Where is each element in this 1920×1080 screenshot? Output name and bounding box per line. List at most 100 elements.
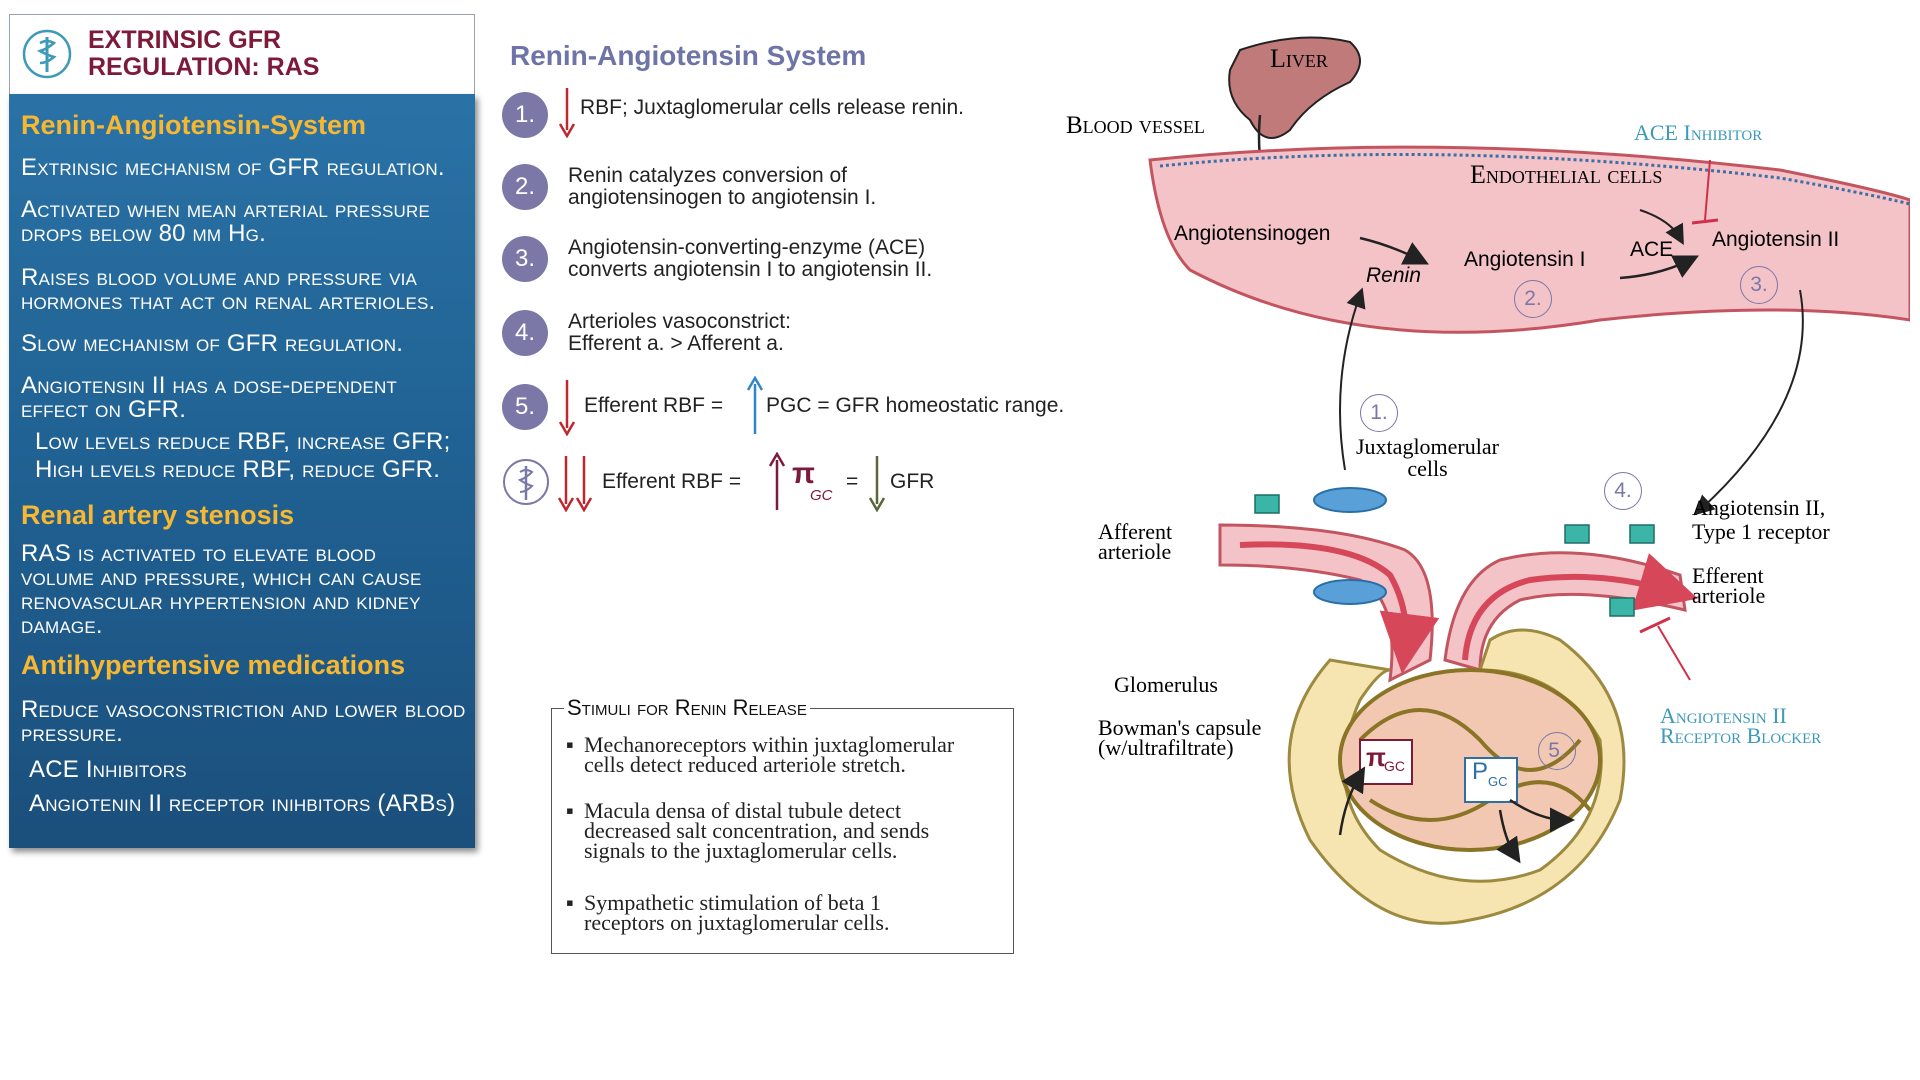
up-arrow-icon [768,452,786,510]
panel-header: EXTRINSIC GFR REGULATION: RAS [9,14,475,95]
step-text: PGC = GFR homeostatic range. [766,394,1065,417]
jg-label-line: Juxtaglomerular [1356,434,1499,459]
step-text: Efferent RBF = [584,394,724,417]
stenosis-line: renovascular hypertension and kidney [21,588,421,615]
blood-vessel-label: Blood vessel [1066,112,1205,139]
arb-label-line: Angiotensin II [1660,703,1787,728]
receptor-icon [1254,494,1280,514]
renin-label: Renin [1366,264,1421,287]
stimuli-line: Macula densa of distal tubule detect [584,798,902,823]
bowman-label-line: Bowman's capsule [1098,715,1262,740]
arb-label-line: Receptor Blocker [1660,723,1822,748]
endothelial-cells-label: Endothelial cells [1470,160,1663,189]
at1-label-line: Angiotensin II, [1692,495,1826,520]
step-text: RBF; Juxtaglomerular cells release renin… [580,96,964,119]
diagram-number-2: 2. [1514,280,1552,318]
p-gc-box [1464,757,1518,803]
stimuli-line: decreased salt concentration, and sends [584,818,930,843]
down-arrow-icon [868,456,886,512]
stenosis-line: damage. [21,612,103,639]
ace-inhibitor-label: ACE Inhibitor [1634,120,1763,145]
summary-panel: EXTRINSIC GFR REGULATION: RAS Renin-Angi… [9,14,475,848]
panel-title-line2: REGULATION: RAS [88,53,320,81]
afferent-label-line: arteriole [1098,539,1172,564]
efferent-label-line: Efferent [1692,563,1764,588]
endothelial-layer [1159,152,1910,206]
medication-line: Angiotenin II receptor inihbitors (ARBs) [29,790,456,817]
step-number-badge: 2. [502,164,548,210]
efferent-label: Efferent arteriole [1692,563,1765,607]
step-text: Angiotensin-converting-enzyme (ACE) [568,236,926,259]
p-gc-arrow [1509,798,1575,833]
stenosis-line: volume and pressure, which can cause [21,564,422,591]
stimuli-box: Stimuli for Renin Release ▪ Mechanorecep… [551,695,1014,954]
angiotensin2-arrow [1694,289,1804,516]
panel-title: EXTRINSIC GFR REGULATION: RAS [88,27,468,81]
pi-symbol: π [792,457,815,490]
ras-line: Low levels reduce RBF, increase GFR; [35,428,451,455]
ras-line: Angiotensin II has a dose-dependent [21,372,398,399]
arb-label: Angiotensin II Receptor Blocker [1660,703,1822,748]
stimuli-title: Stimuli for Renin Release [564,695,810,721]
medication-line: Reduce vasoconstriction and lower blood [21,696,466,723]
ras-line: drops below 80 mm Hg. [21,220,266,247]
diagram-number-5: 5. [1538,732,1576,770]
bullet: ▪ [566,732,574,757]
bowmans-capsule-label: Bowman's capsule (w/ultrafiltrate) [1098,715,1262,759]
arb-block [1639,616,1671,634]
caduceus-icon [503,459,549,505]
step-text: Efferent a. > Afferent a. [568,332,784,355]
liver-label: Liver [1270,44,1328,73]
ace-conversion-arrow [1619,255,1699,280]
stimuli-line: receptors on juxtaglomerular cells. [584,910,890,935]
afferent-label: Afferent arteriole [1098,519,1173,564]
afferent-label-line: Afferent [1098,519,1173,544]
stimuli-line: cells detect reduced arteriole stretch. [584,752,906,777]
panel-title-line1: EXTRINSIC GFR [88,26,282,54]
diagram-number-3: 3. [1740,266,1778,304]
steps-title: Renin-Angiotensin System [510,40,867,71]
ras-line: Slow mechanism of GFR regulation. [21,330,404,357]
ras-line: effect on GFR. [21,396,187,423]
down-arrow-icon [558,380,576,436]
ras-diagram [1148,36,1910,925]
step-text: angiotensinogen to angiotensin I. [568,186,877,209]
ras-line: Raises blood volume and pressure via [21,264,418,291]
high-dose-text: Efferent RBF = [602,470,742,493]
angiotensinogen-label: Angiotensinogen [1174,222,1331,245]
pi-gc-symbol: π [1366,742,1386,772]
ace-inhibitor-block [1691,218,1719,225]
p-gc-subscript: GC [1488,774,1508,789]
receptor-icon [1629,524,1655,544]
jg-label-line: cells [1407,456,1448,481]
ace-label: ACE [1630,238,1674,261]
pi-subscript: GC [810,487,833,504]
ace-arrow [1639,209,1684,245]
p-gc-arrow [1496,809,1521,864]
p-gc-symbol: P [1472,758,1489,785]
double-down-arrow-icon [557,456,593,512]
ras-line: Activated when mean arterial pressure [21,196,431,223]
jg-cells-label: Juxtaglomerular cells [1356,436,1499,480]
bullet: ▪ [566,890,574,915]
diagram-number-1: 1. [1360,394,1398,432]
liver-icon [1228,36,1361,139]
medication-line: ACE Inhibitors [29,756,187,783]
stenosis-line: RAS is activated to elevate blood [21,540,377,567]
renin-conversion-arrow [1359,236,1429,265]
section-heading-stenosis: Renal artery stenosis [21,500,295,530]
bullet: ▪ [566,798,574,823]
diagram-number-4: 4. [1604,472,1642,510]
bowmans-capsule [1287,628,1626,925]
at1-label-line: Type 1 receptor [1692,519,1830,544]
section-heading-ras: Renin-Angiotensin-System [21,110,367,140]
step-number-badge: 3. [502,236,548,282]
down-arrow-icon [558,88,576,138]
arb-line [1657,625,1691,681]
stimuli-line: signals to the juxtaglomerular cells. [584,838,898,863]
afferent-flow-arrow [1239,541,1440,674]
stimuli-line: Mechanoreceptors within juxtaglomerular [584,732,955,757]
stimuli-line: Sympathetic stimulation of beta 1 [584,890,881,915]
ras-line: High levels reduce RBF, reduce GFR. [35,456,441,483]
up-arrow-icon [746,376,764,434]
